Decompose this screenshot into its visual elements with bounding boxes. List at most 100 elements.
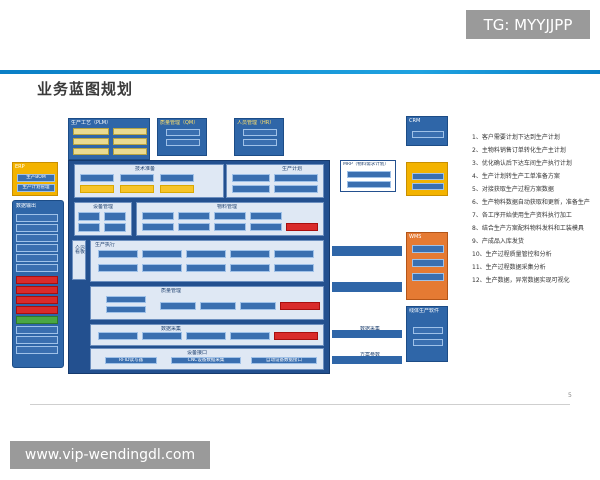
plm-cell <box>73 138 109 145</box>
data-output-cell <box>16 336 58 344</box>
erp-right-cell <box>412 183 444 190</box>
header-rule <box>0 70 600 74</box>
data-collect-alert-cell <box>274 332 318 340</box>
material-cell <box>142 212 174 220</box>
mrp-cell <box>347 171 391 178</box>
plan-cell <box>274 185 318 193</box>
crm-module: CRM <box>406 116 448 146</box>
wms-cell <box>412 273 444 281</box>
mrp-title: MRP（物料需求计划） <box>343 162 389 167</box>
qm-module-title: 质量管理（QM） <box>160 120 199 126</box>
data-output-cell <box>16 214 58 222</box>
legend-item: 2、主物料销售订单转化生产主计划 <box>472 147 566 154</box>
data-output-cell <box>16 326 58 334</box>
material-cell <box>250 212 282 220</box>
mrp-cell <box>347 181 391 188</box>
legend-item: 11、生产过程数据采集分析 <box>472 264 546 271</box>
equip-cell <box>78 212 100 221</box>
legend-item: 1、客户需要计划下达到生产计划 <box>472 134 560 141</box>
hr-module-title: 人员管理（HR） <box>237 120 275 126</box>
plm-cell <box>73 148 109 155</box>
watermark-top: TG: MYYJJPP <box>466 10 590 39</box>
plm-cell <box>113 138 147 145</box>
exec-cell <box>274 264 314 272</box>
qm-cell <box>166 129 200 136</box>
plm-cell <box>113 148 147 155</box>
quality-cell <box>200 302 236 310</box>
erp-module: ERP 生产BOM 生产计划管理 <box>12 162 58 196</box>
cnc-cell: CNC设备数据采集 <box>171 357 241 364</box>
exec-cell <box>142 250 182 258</box>
plm-module: 生产工艺（PLM） <box>68 118 150 160</box>
hr-module: 人员管理（HR） <box>234 118 284 156</box>
arrow-right-1 <box>332 246 402 256</box>
line-prod-module: 线体生产软件 <box>406 306 448 362</box>
data-output-green-cell <box>16 316 58 324</box>
line-prod-cell <box>413 339 443 346</box>
data-output-alert-cell <box>16 276 58 284</box>
data-collect-cell <box>98 332 138 340</box>
arrow-right-2 <box>332 282 402 292</box>
footer-rule <box>30 404 570 405</box>
exec-section: 生产执行 <box>90 240 324 282</box>
legend-item: 4、生产计划转生产工单准备方案 <box>472 173 560 180</box>
equip-cell <box>104 212 126 221</box>
legend-item: 10、生产过程质量管控和分析 <box>472 251 552 258</box>
plan-cell <box>232 185 270 193</box>
exec-cell <box>186 250 226 258</box>
legend-item: 5、对接获取生产过程方案数据 <box>472 186 554 193</box>
erp-bom-cell: 生产BOM <box>17 174 55 182</box>
wms-cell <box>412 259 444 267</box>
quality-cell <box>106 306 146 313</box>
erp-plan-cell: 生产计划管理 <box>17 184 55 192</box>
plm-cell <box>73 128 109 135</box>
exec-cell <box>142 264 182 272</box>
hr-cell <box>243 139 277 146</box>
legend-list: 1、客户需要计划下达到生产计划 2、主物料销售订单转化生产主计划 3、优化确认后… <box>472 134 597 290</box>
rfid-cell: RFID读写器 <box>105 357 157 364</box>
data-collect-label: 数据采集 <box>360 326 381 332</box>
material-cell <box>250 223 282 231</box>
data-output-cell <box>16 254 58 262</box>
arrow-right-3 <box>332 330 402 338</box>
tech-cell <box>160 174 194 182</box>
data-collect-cell <box>186 332 226 340</box>
watermark-bottom: www.vip-wendingdl.com <box>10 441 210 469</box>
data-output-cell <box>16 346 58 354</box>
quality-alert-cell <box>280 302 320 310</box>
page-title: 业务蓝图规划 <box>37 80 134 98</box>
people-kanban: 人员看板 <box>72 240 86 280</box>
data-output-cell <box>16 234 58 242</box>
erp-right-cell <box>412 173 444 180</box>
data-collect-title: 数据采集 <box>161 326 182 332</box>
material-cell <box>142 223 174 231</box>
page-number: 5 <box>568 392 572 399</box>
plan-title: 生产计划 <box>282 166 303 172</box>
tech-highlight-cell <box>160 185 194 193</box>
equip-cell <box>78 223 100 232</box>
crm-title: CRM <box>409 118 421 124</box>
equip-title: 设备管理 <box>93 204 114 210</box>
wms-module: WMS <box>406 232 448 300</box>
quality-cell <box>106 296 146 303</box>
material-cell <box>178 212 210 220</box>
exec-cell <box>186 264 226 272</box>
data-output-cell <box>16 224 58 232</box>
tech-highlight-cell <box>80 185 114 193</box>
diagram-cells <box>10 112 468 402</box>
wms-title: WMS <box>409 234 422 240</box>
material-cell <box>214 212 246 220</box>
material-cell <box>178 223 210 231</box>
material-alert-cell <box>286 223 318 231</box>
exec-cell <box>98 250 138 258</box>
wms-cell <box>412 245 444 253</box>
data-output-alert-cell <box>16 306 58 314</box>
quality-cell <box>240 302 276 310</box>
iface-section: 设备接口 RFID读写器 CNC设备数据采集 自动设备数据接口 <box>90 348 324 370</box>
qm-cell <box>166 139 200 146</box>
crm-cell <box>412 131 444 138</box>
tech-highlight-cell <box>120 185 154 193</box>
equip-cell <box>104 223 126 232</box>
data-output-title: 数据输出 <box>16 203 37 209</box>
legend-item: 7、各工序开始使用生产资料执行加工 <box>472 212 572 219</box>
